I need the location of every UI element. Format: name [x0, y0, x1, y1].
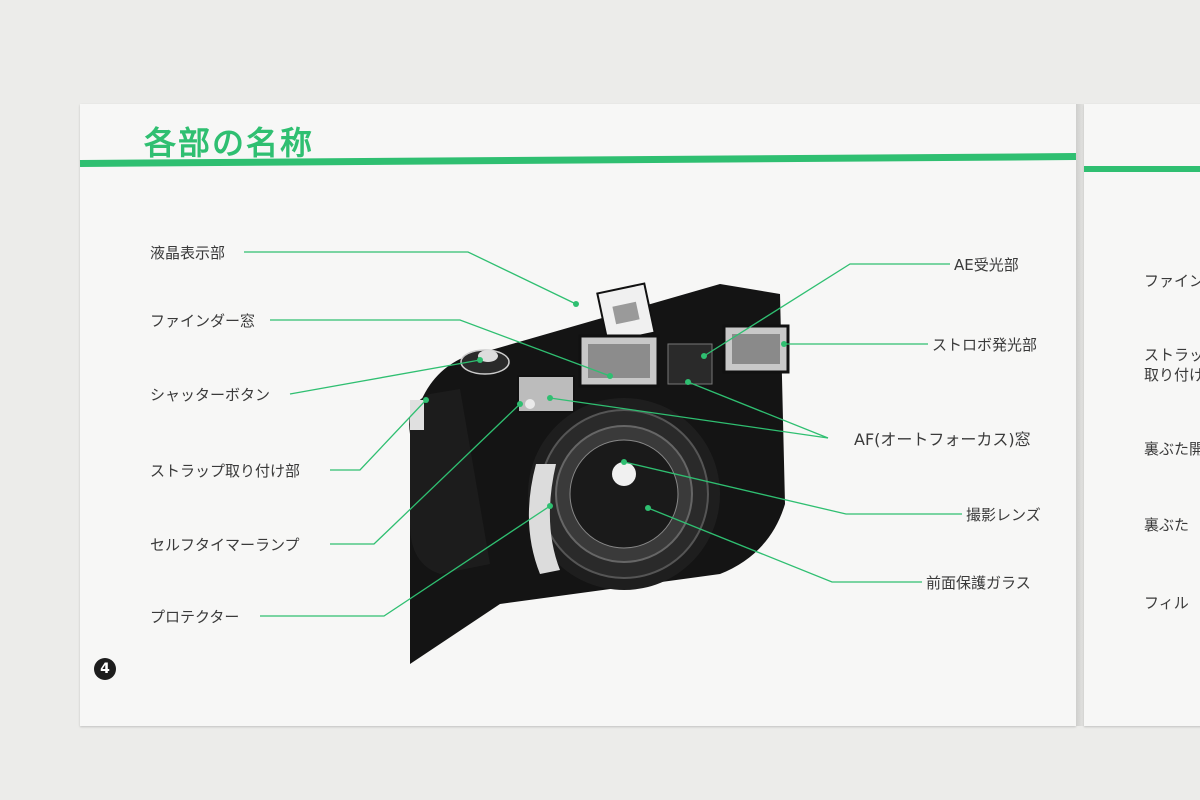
label-af-window: AF(オートフォーカス)窓	[854, 430, 1031, 449]
label-ae-sensor: AE受光部	[954, 256, 1019, 274]
label-self-timer-lamp: セルフタイマーランプ	[150, 536, 300, 554]
next-page-label-2: ストラッ	[1144, 346, 1200, 364]
label-shutter-button: シャッターボタン	[150, 386, 271, 404]
next-page-label-4: 裏ぶた開	[1144, 440, 1200, 458]
label-lens: 撮影レンズ	[966, 506, 1041, 524]
label-strap-mount: ストラップ取り付け部	[150, 462, 301, 480]
manual-page: 各部の名称	[79, 104, 1077, 726]
label-lcd-display: 液晶表示部	[150, 244, 226, 262]
label-front-glass: 前面保護ガラス	[926, 574, 1031, 592]
page-title: 各部の名称	[144, 124, 315, 162]
next-page-label-1: ファイン	[1144, 272, 1200, 290]
page-number-badge: 4	[94, 658, 116, 680]
camera-diagram	[244, 251, 962, 664]
next-page-rule	[1084, 166, 1200, 172]
camera-illustration	[409, 282, 790, 664]
label-flash: ストロボ発光部	[932, 336, 1038, 354]
next-page-label-6: フィル	[1144, 594, 1189, 612]
next-page-label-5: 裏ぶた	[1144, 516, 1190, 534]
next-page-label-3: 取り付け	[1144, 366, 1200, 384]
label-protector: プロテクター	[150, 608, 240, 626]
label-viewfinder-window: ファインダー窓	[150, 312, 256, 330]
next-page-edge: ファイン ストラッ 取り付け 裏ぶた開 裏ぶた フィル	[1084, 104, 1200, 726]
page-fold	[1076, 104, 1084, 726]
